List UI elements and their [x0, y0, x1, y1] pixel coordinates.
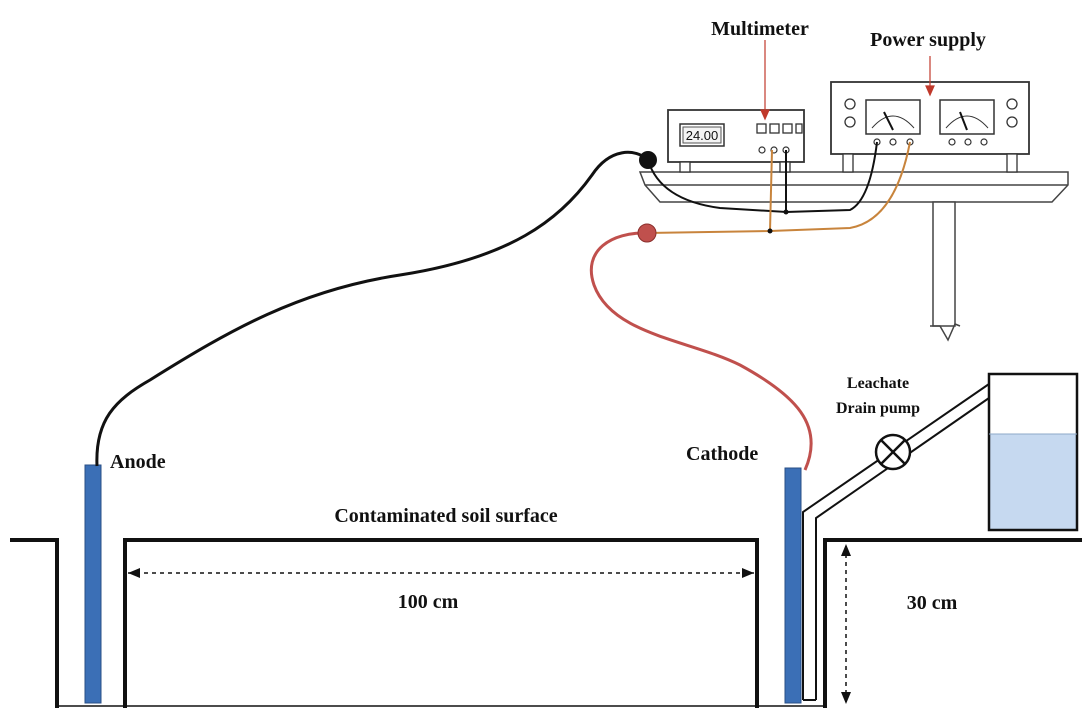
multimeter-label: Multimeter [711, 18, 809, 40]
pump-label-line2: Drain pump [836, 400, 920, 417]
multimeter-reading: 24.00 [686, 128, 719, 143]
pipe-fill [804, 515, 815, 699]
power-supply-label: Power supply [870, 29, 986, 51]
depth-label: 30 cm [907, 592, 958, 614]
drain-pipe [802, 383, 990, 701]
multimeter-device [667, 109, 805, 173]
leachate-tank [987, 372, 1079, 532]
cathode-label: Cathode [686, 443, 758, 465]
cathode-cable [589, 231, 813, 471]
anode-electrode [84, 464, 102, 704]
cathode-electrode [784, 467, 802, 704]
distance-dimension [128, 568, 754, 578]
ground-outline [10, 538, 1082, 708]
distance-label: 100 cm [398, 591, 459, 613]
pointer-arrows [760, 40, 935, 121]
anode-label: Anode [110, 451, 166, 473]
wire-junction [767, 228, 773, 234]
soil-surface-label: Contaminated soil surface [334, 505, 557, 527]
drain-pump-icon [874, 433, 912, 471]
pump-label-line1: Leachate [847, 375, 909, 392]
anode-cable [95, 150, 650, 467]
depth-dimension [841, 544, 851, 704]
wire-junction [783, 209, 789, 215]
anode-terminal [639, 151, 657, 169]
cathode-terminal [637, 223, 657, 243]
equipment-table [638, 171, 1069, 342]
